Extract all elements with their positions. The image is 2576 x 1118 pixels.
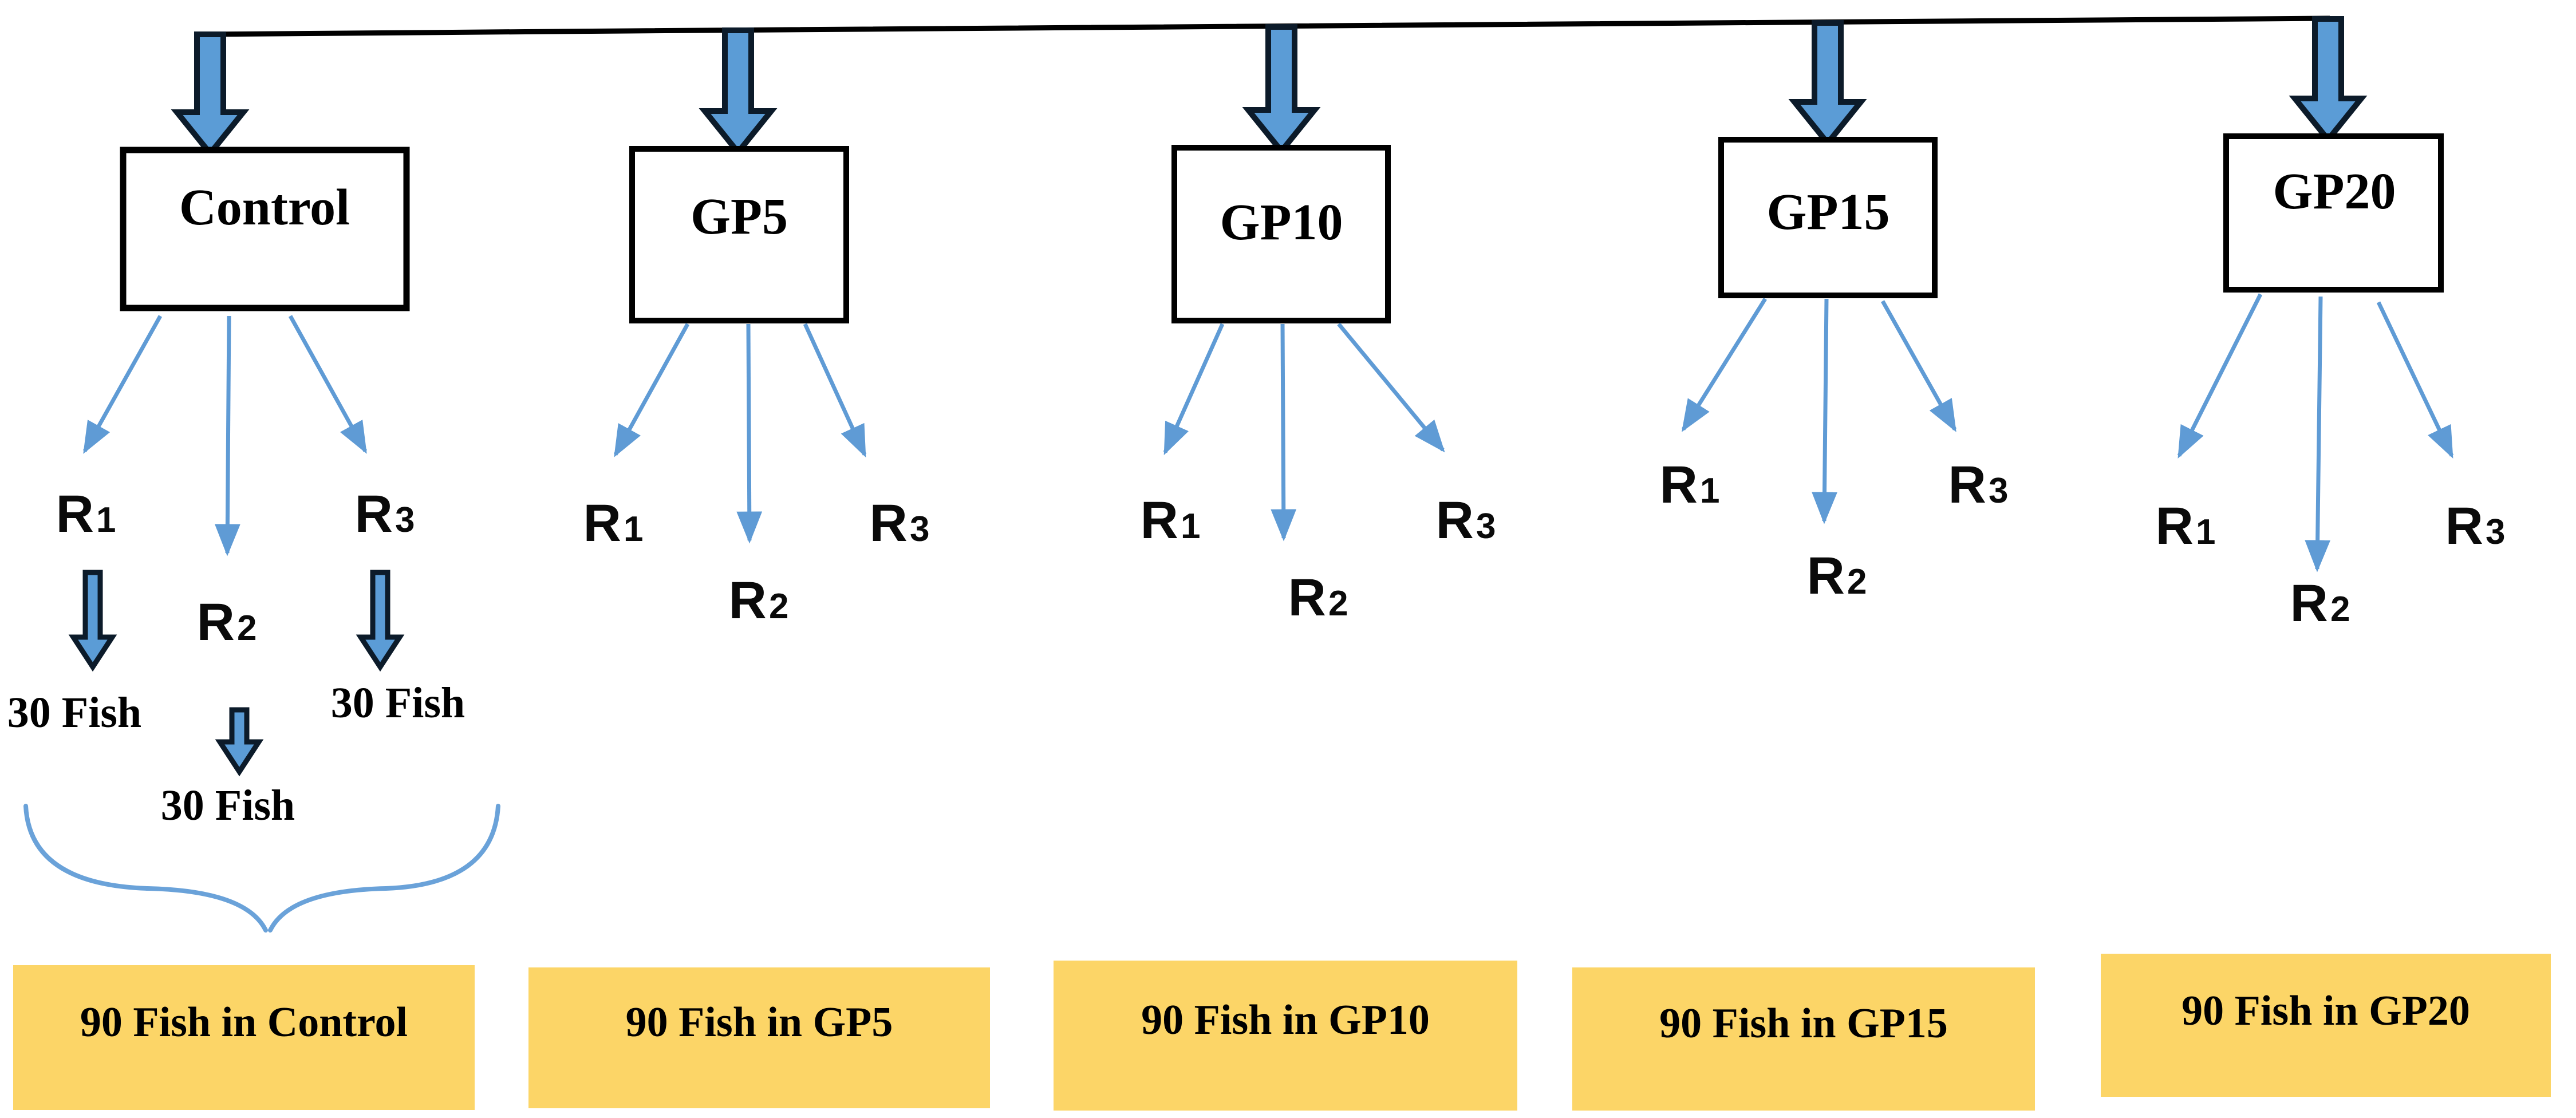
replicate-arrow-control-r3 (288, 315, 368, 454)
replicate-label-gp15-r2: R2 (1807, 547, 1867, 605)
fish-count-label-r3: 30 Fish (331, 679, 465, 727)
down-arrow-icon-gp20 (2289, 16, 2368, 144)
total-box-gp15 (1572, 967, 2035, 1111)
replicate-arrow-gp15-r2 (1812, 298, 1837, 524)
total-box-control (13, 965, 475, 1110)
replicate-arrow-gp10-r2 (1271, 323, 1297, 542)
replicate-label-gp10-r1: R1 (1141, 491, 1201, 550)
replicate-label-gp15-r3: R3 (1948, 456, 2009, 514)
replicate-arrow-gp5-r1 (613, 323, 690, 457)
replicate-arrow-gp5-r2 (736, 323, 763, 544)
replicate-arrow-control-r2 (214, 315, 240, 556)
total-label-control: 90 Fish in Control (80, 999, 408, 1046)
fish-count-arrow-icon-r2 (215, 707, 264, 777)
replicate-label-control-r1: R1 (56, 485, 116, 543)
replicate-label-gp20-r3: R3 (2445, 497, 2506, 555)
replicate-arrow-gp5-r3 (803, 323, 867, 458)
fish-count-arrow-icon-r1 (68, 570, 117, 672)
replicate-label-gp20-r2: R2 (2290, 574, 2350, 633)
fish-count-arrow-icon-r3 (356, 570, 405, 672)
top-connector-line (201, 15, 2330, 37)
replicate-arrow-gp15-r3 (1880, 300, 1957, 432)
group-box-gp5 (629, 146, 849, 323)
group-box-label-gp10: GP10 (1220, 194, 1343, 251)
fish-count-label-r2: 30 Fish (161, 781, 295, 829)
replicate-arrow-gp20-r3 (2376, 301, 2454, 459)
replicate-arrow-gp15-r1 (1682, 298, 1767, 432)
down-arrow-icon-control (171, 31, 250, 158)
group-box-label-gp5: GP5 (691, 188, 788, 245)
brace-icon-control-total (23, 804, 500, 933)
replicate-arrow-gp20-r1 (2177, 293, 2263, 459)
down-arrow-icon-gp10 (1242, 24, 1321, 156)
down-arrow-icon-gp15 (1788, 20, 1867, 148)
group-box-gp10 (1171, 145, 1391, 323)
replicate-label-gp5-r3: R3 (870, 494, 930, 552)
total-box-gp20 (2101, 954, 2551, 1097)
fish-count-label-r1: 30 Fish (7, 689, 141, 737)
total-label-gp20: 90 Fish in GP20 (2181, 987, 2470, 1034)
replicate-label-gp20-r1: R1 (2156, 497, 2216, 555)
total-label-gp10: 90 Fish in GP10 (1141, 997, 1430, 1044)
replicate-label-gp10-r3: R3 (1436, 491, 1496, 550)
replicate-arrow-control-r1 (82, 315, 163, 454)
replicate-label-gp5-r1: R1 (583, 494, 644, 552)
group-box-label-gp20: GP20 (2273, 163, 2396, 220)
group-box-control (120, 147, 410, 311)
replicate-arrow-gp10-r3 (1337, 322, 1445, 453)
replicate-label-control-r2: R2 (197, 593, 257, 651)
replicate-arrow-gp10-r1 (1163, 323, 1225, 456)
total-label-gp5: 90 Fish in GP5 (626, 999, 893, 1046)
replicate-arrow-gp20-r2 (2305, 296, 2331, 572)
group-box-label-control: Control (179, 179, 350, 236)
group-box-gp20 (2223, 133, 2444, 293)
total-box-gp10 (1054, 961, 1517, 1111)
replicate-label-control-r3: R3 (355, 485, 415, 543)
replicate-label-gp15-r1: R1 (1660, 456, 1720, 514)
group-box-gp15 (1718, 137, 1938, 298)
total-box-gp5 (528, 967, 990, 1108)
replicate-label-gp5-r2: R2 (729, 571, 789, 630)
group-box-label-gp15: GP15 (1767, 184, 1890, 240)
down-arrow-icon-gp5 (699, 27, 778, 157)
total-label-gp15: 90 Fish in GP15 (1659, 1000, 1948, 1047)
replicate-label-gp10-r2: R2 (1288, 568, 1348, 627)
